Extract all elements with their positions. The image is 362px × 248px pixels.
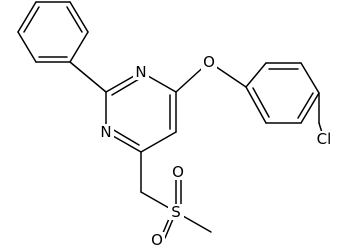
chlorophenyl-ring [245, 62, 320, 124]
atom-o-ether: O [201, 53, 217, 71]
bond-ar-inner-2 [297, 92, 314, 119]
atom-o-sulfonyl-2: O [149, 231, 165, 248]
bond-ar1-ar2 [245, 62, 267, 88]
atom-label-n1: N [135, 63, 146, 81]
bond-ph6-ph1 [69, 31, 89, 63]
bond-ph-inner-3 [66, 6, 83, 33]
bond-ar6-ar1 [245, 86, 267, 124]
atom-label-o-sulfonyl-2: O [151, 231, 163, 248]
atom-label-o-sulfonyl-1: O [172, 163, 184, 181]
bond-c4-n3-inner [111, 128, 140, 146]
atom-label-n3: N [100, 123, 111, 141]
phenyl-ring [17, 1, 89, 63]
atom-cl: Cl [313, 130, 335, 148]
bond-ar-inner-3 [252, 87, 270, 118]
bond-phenyl-c2 [69, 61, 107, 93]
pyrimidine-ring [105, 71, 177, 153]
atom-label-o-ether: O [203, 53, 215, 71]
bond-ph5-ph6 [69, 1, 89, 33]
bond-ar4-ar5 [300, 92, 320, 124]
atom-o-sulfonyl-1: O [170, 163, 186, 181]
atom-s: S [168, 203, 184, 221]
atom-n3: N [98, 123, 114, 141]
atom-label-cl: Cl [317, 130, 332, 148]
atom-n1: N [133, 63, 149, 81]
bond-ph3-ph4 [17, 1, 37, 33]
atom-label-s: S [171, 203, 181, 221]
bond-c5-c4 [140, 131, 177, 153]
bond-c2-n1-inner [111, 78, 140, 96]
bond-ph-inner-2 [23, 6, 40, 33]
bond-ar3-ar4 [300, 62, 320, 94]
bond-ph2-ph3 [17, 31, 37, 63]
